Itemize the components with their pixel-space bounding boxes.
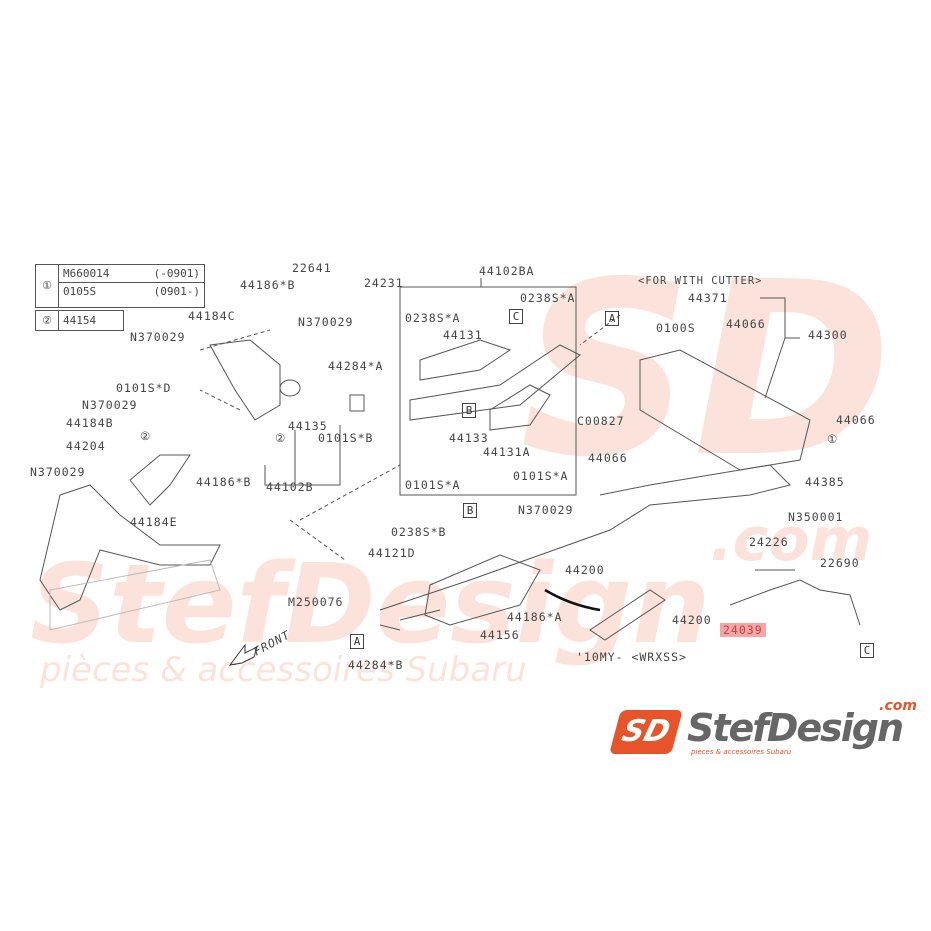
part-label[interactable]: 0238S*A xyxy=(520,291,576,305)
ref-box-c: C xyxy=(860,643,874,658)
part-label[interactable]: 44184C xyxy=(188,309,236,323)
ref-circle-1: ① xyxy=(827,432,839,446)
part-label[interactable]: N350001 xyxy=(788,510,844,524)
legend-ref-2: ② xyxy=(36,311,59,330)
legend-part: M660014 xyxy=(63,267,110,280)
part-label[interactable]: 44135 xyxy=(288,419,328,433)
part-label[interactable]: 22690 xyxy=(820,556,860,570)
center-pipe-shape xyxy=(379,554,666,641)
part-label[interactable]: 44133 xyxy=(449,431,489,445)
ref-box-a: A xyxy=(605,311,619,326)
ref-box-b: B xyxy=(463,503,477,518)
part-label[interactable]: M250076 xyxy=(288,595,344,609)
part-label[interactable]: C00827 xyxy=(577,414,625,428)
part-label[interactable]: 24231 xyxy=(364,276,404,290)
part-label[interactable]: 24226 xyxy=(749,535,789,549)
muffler-shape xyxy=(379,349,811,611)
watermark-tagline: pièces & accessoires Subaru xyxy=(40,650,527,690)
part-label[interactable]: 44300 xyxy=(808,328,848,342)
legend-table: ① M660014 (-0901) 0105S (0901-) xyxy=(35,264,205,308)
part-label[interactable]: N370029 xyxy=(518,503,574,517)
watermark-domain: .com xyxy=(710,505,873,575)
watermark-mark: SD xyxy=(520,230,893,510)
part-label[interactable]: 0238S*A xyxy=(405,311,461,325)
dashed-guides xyxy=(199,314,621,561)
part-label[interactable]: 44371 xyxy=(688,291,728,305)
bracket-44102b xyxy=(264,425,341,486)
ref-box-b: B xyxy=(462,403,476,418)
sensor-shape xyxy=(729,569,861,626)
part-label[interactable]: 22641 xyxy=(292,261,332,275)
part-label[interactable]: 44200 xyxy=(565,563,605,577)
legend-range: (0901-) xyxy=(153,285,200,298)
logo-tagline: pièces & accessoires Subaru xyxy=(691,748,792,756)
logo-domain: .com xyxy=(879,698,917,714)
part-label[interactable]: 44186*B xyxy=(196,475,252,489)
part-label[interactable]: 44131A xyxy=(483,445,531,459)
legend-part: 44154 xyxy=(63,314,97,327)
turbo-flange-shape xyxy=(209,339,365,421)
part-label[interactable]: 44102B xyxy=(266,480,314,494)
part-label[interactable]: N370029 xyxy=(130,330,186,344)
leader-lines xyxy=(480,278,800,399)
part-label[interactable]: 44385 xyxy=(805,475,845,489)
variant-note: '10MY- <WRXSS> xyxy=(576,650,687,664)
part-label[interactable]: 44121D xyxy=(368,546,416,560)
part-label[interactable]: 0101S*B xyxy=(318,431,374,445)
variant-note: <FOR WITH CUTTER> xyxy=(638,275,763,287)
legend-row: 0105S (0901-) xyxy=(59,283,204,300)
ref-box-a: A xyxy=(350,634,364,649)
downpipe-shape xyxy=(39,454,221,631)
part-label-highlighted[interactable]: 24039 xyxy=(720,623,766,637)
legend-row: M660014 (-0901) xyxy=(59,265,204,283)
part-label[interactable]: 0238S*B xyxy=(391,525,447,539)
part-label[interactable]: 44131 xyxy=(443,328,483,342)
ref-box-c: C xyxy=(509,309,523,324)
part-label[interactable]: N370029 xyxy=(82,398,138,412)
part-label[interactable]: 44066 xyxy=(588,451,628,465)
part-label[interactable]: 0101S*A xyxy=(513,469,569,483)
legend-range: (-0901) xyxy=(153,267,200,280)
part-label[interactable]: 44204 xyxy=(66,439,106,453)
part-label[interactable]: 44200 xyxy=(672,613,712,627)
part-label[interactable]: 44066 xyxy=(726,317,766,331)
assembly-frame-44102ba xyxy=(399,286,577,496)
ref-circle-2: ② xyxy=(140,429,152,443)
part-label[interactable]: 44184B xyxy=(66,416,114,430)
part-label[interactable]: 44066 xyxy=(836,413,876,427)
part-label[interactable]: 0101S*A xyxy=(405,478,461,492)
legend-table-2: ② 44154 xyxy=(35,310,124,331)
part-label[interactable]: 44186*A xyxy=(507,610,563,624)
logo-mark: SD xyxy=(609,710,683,754)
part-label[interactable]: 44186*B xyxy=(240,278,296,292)
front-arrow-icon xyxy=(228,643,258,666)
part-label[interactable]: N370029 xyxy=(298,315,354,329)
front-pipe-shape xyxy=(409,339,581,431)
part-label[interactable]: 0100S xyxy=(656,321,696,335)
part-label[interactable]: N370029 xyxy=(30,465,86,479)
part-label[interactable]: 44284*B xyxy=(348,658,404,672)
part-label[interactable]: 44102BA xyxy=(479,264,535,278)
part-label[interactable]: 44156 xyxy=(480,628,520,642)
legend-part: 0105S xyxy=(63,285,97,298)
legend-ref-1: ① xyxy=(36,265,59,307)
part-label[interactable]: 0101S*D xyxy=(116,381,172,395)
logo-name: StefDesign xyxy=(687,706,904,750)
ref-circle-2: ② xyxy=(275,431,287,445)
part-label[interactable]: 44184E xyxy=(130,515,178,529)
stefdesign-logo: SD StefDesign .com pièces & accessoires … xyxy=(609,698,925,762)
part-label[interactable]: 44284*A xyxy=(328,359,384,373)
